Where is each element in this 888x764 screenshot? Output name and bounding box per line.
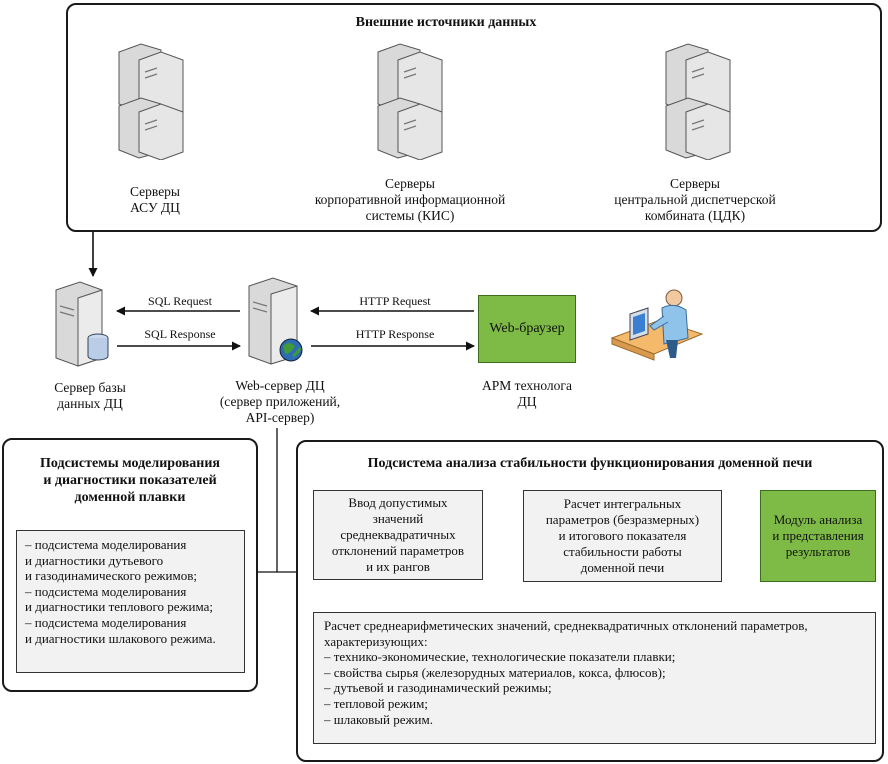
list-item: и газодинамического режимов; (25, 568, 197, 584)
server-cdk-caption: Серверы центральной диспетчерской комбин… (614, 176, 776, 223)
list-item: – шлаковый режим. (324, 711, 433, 727)
db-server-icon (55, 281, 109, 367)
statistics-calc-box: Расчет среднеарифметических значений, ср… (313, 612, 876, 744)
db-server-caption: Сервер базы данных ДЦ (54, 380, 126, 411)
list-item: Расчет среднеарифметических значений, ср… (324, 618, 808, 633)
web-server-caption: Web-сервер ДЦ (сервер приложений, API-се… (219, 378, 341, 425)
sql-response-label: SQL Response (144, 327, 216, 341)
list-item: – свойства сырья (железорудных материало… (324, 664, 666, 680)
list-item: – технико-экономические, технологические… (324, 649, 676, 665)
list-item: – тепловой режим; (324, 695, 428, 711)
server-cdk-icon (665, 43, 731, 160)
list-item: и диагностики дутьевого (25, 552, 164, 568)
web-browser-box: Web-браузер (478, 295, 576, 363)
server-kis-caption: Серверы корпоративной информационной сис… (314, 176, 506, 223)
web-server-icon (248, 277, 303, 365)
list-item: – подсистема моделирования (25, 583, 187, 599)
http-response-label: HTTP Response (355, 327, 435, 341)
modeling-subsystems-list: – подсистема моделирования и диагностики… (16, 530, 245, 673)
arm-caption: АРМ технолога ДЦ (482, 378, 572, 409)
external-sources-panel (66, 3, 882, 232)
list-item: и диагностики шлакового режима. (25, 630, 216, 646)
list-item: – подсистема моделирования (25, 614, 187, 630)
sql-request-label: SQL Request (148, 294, 212, 308)
analysis-module-box: Модуль анализа и представления результат… (760, 490, 876, 582)
list-item: – подсистема моделирования (25, 537, 187, 552)
external-sources-title: Внешние источники данных (355, 15, 537, 30)
technologist-workstation-icon (610, 289, 704, 361)
stability-analysis-title: Подсистема анализа стабильности функцион… (367, 456, 813, 471)
list-item: и диагностики теплового режима; (25, 599, 214, 615)
server-kis-icon (377, 43, 443, 160)
server-asu-icon (118, 43, 184, 160)
input-deviations-box: Ввод допустимых значений среднеквадратич… (313, 490, 483, 580)
server-asu-caption: Серверы АСУ ДЦ (129, 184, 181, 215)
http-request-label: HTTP Request (359, 294, 431, 308)
list-item: характеризующих: (324, 633, 428, 649)
modeling-subsystems-title: Подсистемы моделирования и диагностики п… (40, 456, 220, 505)
list-item: – дутьевой и газодинамический режимы; (324, 680, 552, 696)
integral-calc-box: Расчет интегральных параметров (безразме… (523, 490, 722, 582)
